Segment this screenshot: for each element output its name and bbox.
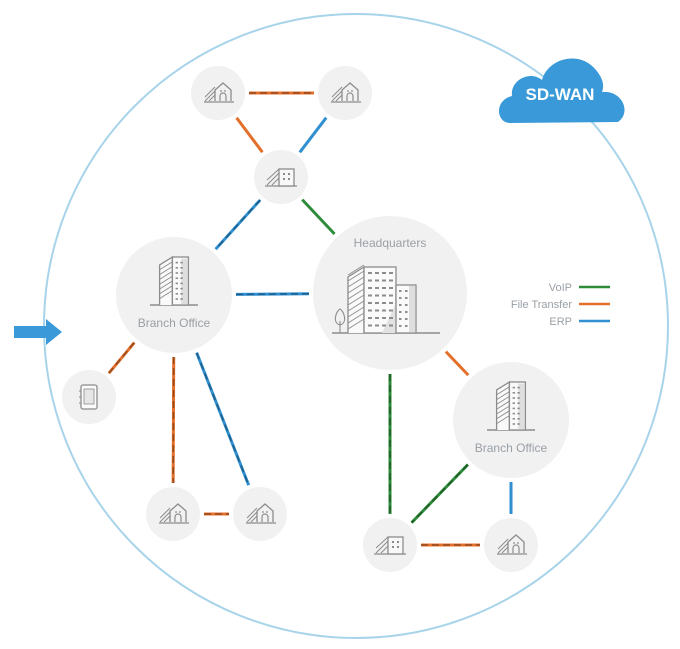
- node-label: Branch Office: [475, 441, 548, 455]
- headquarters-building-icon: [332, 264, 440, 334]
- legend-item-erp: ERP: [549, 316, 610, 328]
- link-hq-to-branch-right: [444, 350, 470, 377]
- node-home-top-left: [191, 66, 245, 120]
- home-icon: [331, 82, 361, 103]
- home-icon: [204, 82, 234, 103]
- link-line: [410, 463, 469, 524]
- node-branch-right: Branch Office: [453, 362, 569, 478]
- node-small-office-top: [254, 150, 308, 204]
- node-home-top-right: [318, 66, 372, 120]
- link-line: [107, 341, 136, 375]
- node-circle: [191, 66, 245, 120]
- link-line: [298, 116, 328, 154]
- link-dash-overlay: [195, 352, 250, 486]
- legend: VoIP File Transfer ERP: [511, 282, 610, 328]
- legend-label-file-transfer: File Transfer: [511, 299, 572, 311]
- links-layer: [107, 91, 513, 547]
- node-circle: [146, 487, 200, 541]
- legend-item-voip: VoIP: [549, 282, 610, 294]
- link-branch-right-to-small-office-bottom: [410, 463, 469, 524]
- link-dash-overlay: [235, 293, 310, 296]
- link-dash-overlay: [215, 199, 261, 250]
- node-home-bottom-left-1: [146, 487, 200, 541]
- link-small-office-top-to-hq: [301, 198, 336, 235]
- link-dash-overlay: [172, 356, 175, 484]
- link-home-top-right-to-small-office-top: [298, 116, 328, 154]
- sd-wan-cloud-badge: SD-WAN: [499, 58, 625, 123]
- node-home-bottom-left-2: [233, 487, 287, 541]
- branch-building-icon: [487, 380, 535, 431]
- mobile-device-icon: [79, 384, 98, 410]
- link-branch-left-to-home-bottom-left-2: [195, 352, 251, 486]
- link-dash-overlay: [108, 342, 135, 374]
- branch-building-icon: [150, 255, 198, 306]
- link-small-office-top-to-branch-left: [214, 198, 262, 251]
- legend-label-erp: ERP: [549, 316, 572, 328]
- home-icon: [246, 503, 276, 524]
- link-line: [195, 352, 251, 486]
- small-office-icon: [374, 536, 406, 555]
- node-small-office-bottom: [363, 518, 417, 572]
- legend-label-voip: VoIP: [549, 282, 572, 294]
- sd-wan-label: SD-WAN: [526, 85, 595, 104]
- node-label: Branch Office: [138, 316, 211, 330]
- link-line: [444, 350, 470, 377]
- node-home-bottom-right: [484, 518, 538, 572]
- arrow-right-icon: [14, 319, 62, 345]
- cloud-icon: [499, 58, 625, 123]
- node-circle: [233, 487, 287, 541]
- node-branch-left: Branch Office: [116, 237, 232, 353]
- link-home-top-left-to-small-office-top: [235, 116, 264, 154]
- node-mobile: [62, 370, 116, 424]
- home-icon: [497, 534, 527, 555]
- node-circle: [318, 66, 372, 120]
- legend-item-file-transfer: File Transfer: [511, 299, 610, 311]
- entry-arrow: [14, 319, 62, 345]
- link-branch-left-to-home-bottom-left-1: [171, 356, 176, 484]
- node-circle: [484, 518, 538, 572]
- link-line: [235, 116, 264, 154]
- link-line: [235, 292, 310, 296]
- link-dash-overlay: [411, 464, 469, 524]
- link-line: [214, 198, 262, 251]
- link-branch-left-to-hq: [235, 292, 310, 296]
- link-line: [171, 356, 176, 484]
- home-icon: [159, 503, 189, 524]
- node-hq: Headquarters: [313, 216, 467, 370]
- link-line: [301, 198, 336, 235]
- link-branch-left-to-mobile: [107, 341, 136, 375]
- node-label: Headquarters: [354, 236, 427, 250]
- small-office-icon: [265, 168, 297, 187]
